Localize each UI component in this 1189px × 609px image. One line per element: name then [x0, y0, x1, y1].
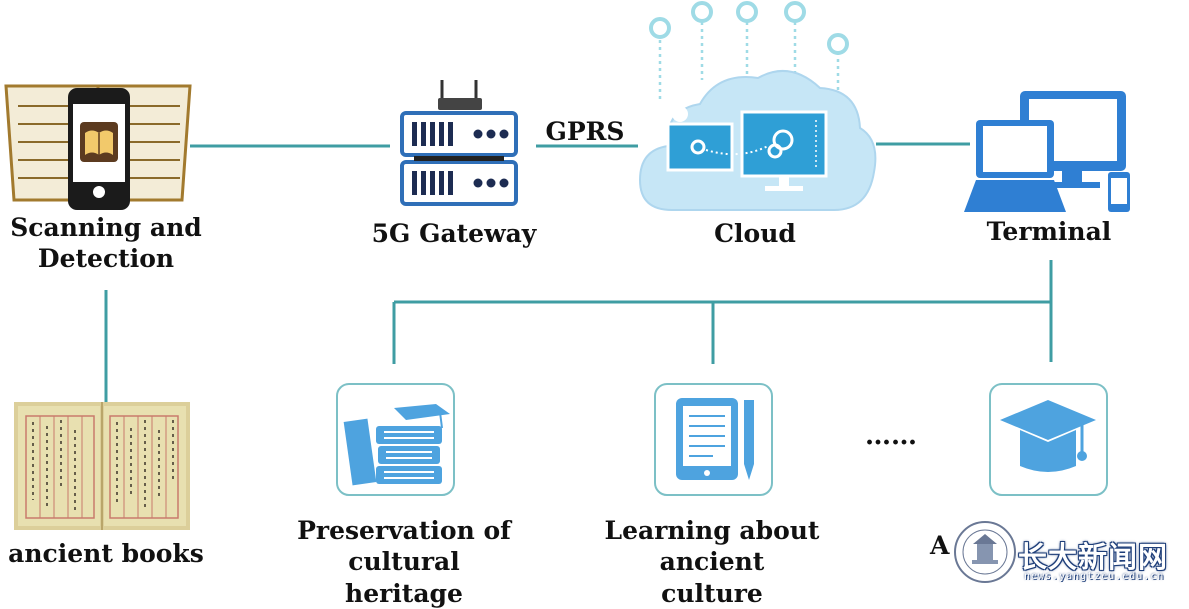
university-seal-watermark — [954, 521, 1016, 583]
watermark-url: news.yangtzeu.edu.cn — [1024, 571, 1165, 582]
cloud-icon — [638, 1, 877, 211]
diagram-graphics — [4, 1, 1130, 583]
server-gateway-icon — [400, 80, 518, 206]
label-5g-gateway: 5G Gateway — [371, 219, 537, 248]
watermark-text: 长大新闻网 — [1018, 540, 1169, 574]
app-box-learning — [654, 383, 773, 496]
book-phone-icon — [4, 84, 192, 210]
label-cloud: Cloud — [714, 219, 796, 248]
label-app-learning: Learning about ancient culture — [604, 516, 820, 608]
connector-lines — [104, 142, 1053, 402]
label-gprs-link: GPRS — [545, 117, 625, 146]
ancient-book-photo — [14, 402, 190, 530]
app-box-academic — [989, 383, 1108, 496]
label-app-preservation: Preservation of cultural heritage — [297, 516, 511, 608]
app-box-preservation — [336, 383, 455, 496]
ellipsis-more-apps: …… — [865, 421, 917, 451]
system-diagram: Scanning and Detection 5G Gateway GPRS C… — [4, 1, 1169, 608]
label-scanning-detection: Scanning and Detection — [10, 213, 202, 274]
label-terminal: Terminal — [986, 217, 1112, 246]
label-app-academic: A — [930, 531, 950, 560]
label-ancient-books: ancient books — [8, 539, 204, 568]
computer-terminal-icon — [964, 91, 1130, 212]
